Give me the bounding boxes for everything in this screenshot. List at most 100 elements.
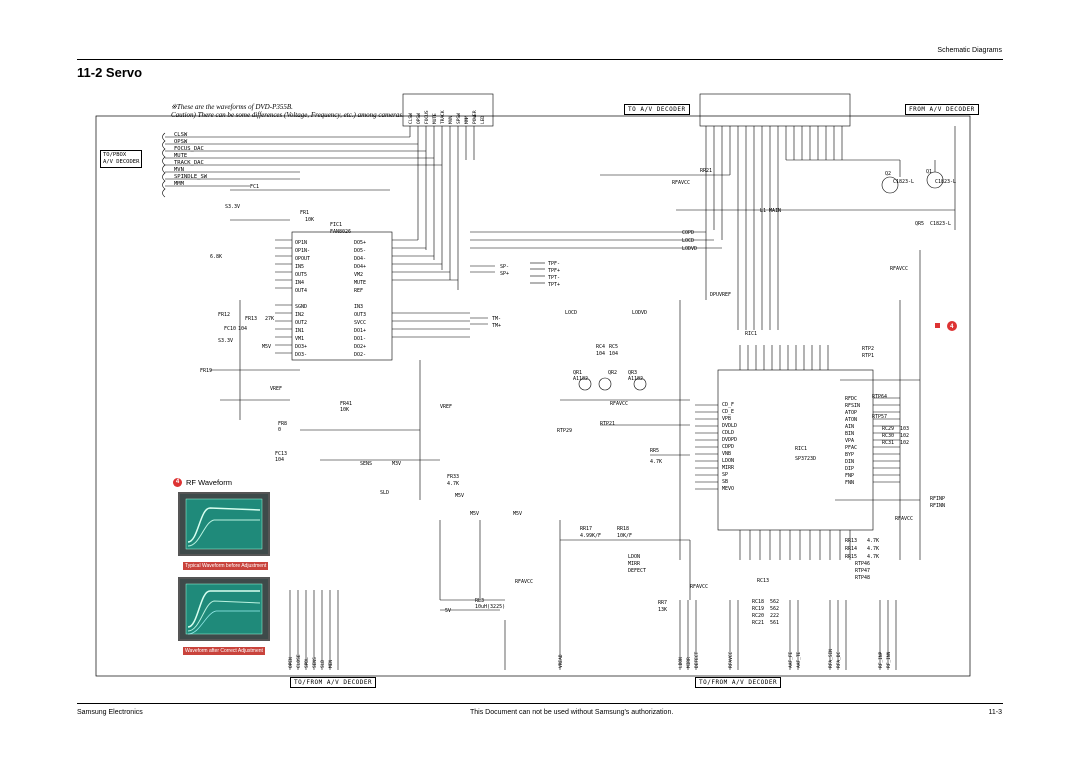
signal-spindle-sw: SPINDLE_SW: [174, 174, 208, 180]
signal-mute: MUTE: [174, 153, 188, 159]
svg-text:C1823-L: C1823-L: [930, 221, 951, 227]
svg-text:RC31: RC31: [882, 440, 894, 446]
section-header: Schematic Diagrams: [937, 47, 1002, 54]
svg-text:RC4: RC4: [596, 344, 605, 350]
footer-rule: [77, 703, 1003, 704]
svg-text:VREAD: VREAD: [558, 654, 564, 668]
svg-text:SVCC: SVCC: [354, 320, 366, 326]
svg-text:10uH(3225): 10uH(3225): [475, 604, 505, 610]
svg-text:SP+: SP+: [500, 271, 509, 277]
svg-text:SPSW: SPSW: [456, 113, 462, 124]
rf-waveform-panel: 4 RF Waveform Typical Waveform before Ad…: [173, 475, 273, 675]
svg-text:VPB: VPB: [722, 416, 731, 422]
svg-text:102: 102: [900, 433, 909, 439]
svg-text:5V: 5V: [445, 608, 451, 614]
marker-4: [947, 321, 957, 331]
svg-text:M5V: M5V: [455, 493, 464, 499]
svg-text:SP: SP: [722, 472, 728, 478]
svg-text:RR14: RR14: [845, 546, 857, 552]
svg-text:AAF_TE: AAF_TE: [796, 651, 802, 668]
svg-text:FNN: FNN: [845, 480, 854, 486]
svg-text:SENS: SENS: [360, 461, 372, 467]
caption-before: Typical Waveform before Adjustment: [183, 562, 269, 570]
bottom-left-leads: [289, 590, 339, 670]
svg-text:CDPD: CDPD: [722, 444, 734, 450]
svg-text:562: 562: [770, 606, 779, 612]
svg-text:TRACK: TRACK: [440, 110, 446, 124]
svg-text:LDON: LDON: [722, 458, 734, 464]
svg-text:VM1: VM1: [295, 336, 304, 342]
svg-text:QR3: QR3: [628, 370, 637, 376]
svg-text:BIN: BIN: [845, 431, 854, 437]
svg-text:4.99K/F: 4.99K/F: [580, 533, 601, 539]
svg-text:562: 562: [770, 599, 779, 605]
svg-text:OPEN: OPEN: [288, 657, 294, 668]
svg-text:FR19: FR19: [200, 368, 212, 374]
svg-text:10K/F: 10K/F: [617, 533, 632, 539]
svg-text:FR13: FR13: [245, 316, 257, 322]
svg-text:REF: REF: [354, 288, 363, 294]
svg-text:RF_INP: RF_INP: [878, 651, 884, 668]
signal-focus-dac: FOCUS_DAC: [174, 146, 204, 152]
svg-text:TM-: TM-: [492, 316, 501, 322]
svg-text:DO1+: DO1+: [354, 328, 366, 334]
svg-text:IN3: IN3: [354, 304, 363, 310]
svg-text:FOCUS: FOCUS: [424, 110, 430, 124]
svg-text:DIN: DIN: [845, 459, 854, 465]
svg-text:IN5: IN5: [295, 264, 304, 270]
svg-text:104: 104: [609, 351, 618, 357]
svg-text:IN4: IN4: [295, 280, 304, 286]
svg-text:RTP2: RTP2: [862, 346, 874, 352]
svg-text:RTP21: RTP21: [600, 421, 615, 427]
svg-text:DO5-: DO5-: [354, 248, 366, 254]
svg-text:MIRR: MIRR: [722, 465, 735, 471]
top-connector-leads: [409, 126, 475, 290]
svg-text:COPD: COPD: [682, 230, 694, 236]
svg-text:4: 4: [950, 323, 954, 330]
svg-text:OPSW: OPSW: [416, 113, 422, 124]
svg-text:TPT+: TPT+: [548, 282, 560, 288]
svg-text:4.7K: 4.7K: [447, 481, 459, 487]
svg-text:RF_INN: RF_INN: [886, 651, 892, 668]
left-connector: [162, 132, 166, 198]
svg-text:MMM: MMM: [464, 116, 470, 124]
svg-text:BYP: BYP: [845, 452, 854, 458]
svg-text:SB: SB: [722, 479, 728, 485]
svg-text:RR7: RR7: [658, 600, 667, 606]
svg-text:RR18: RR18: [617, 526, 629, 532]
svg-text:FC13: FC13: [275, 451, 287, 457]
svg-text:RR15: RR15: [845, 554, 857, 560]
svg-text:QR2: QR2: [608, 370, 617, 376]
svg-text:RC18: RC18: [752, 599, 764, 605]
svg-text:4.7K: 4.7K: [867, 538, 879, 544]
svg-text:102: 102: [900, 440, 909, 446]
scope-after-image: [178, 577, 270, 641]
svg-text:S3.3V: S3.3V: [218, 338, 233, 344]
connector-top-middle: TO A/V DECODER: [624, 104, 690, 115]
svg-text:SLD: SLD: [380, 490, 389, 496]
svg-text:4.7K: 4.7K: [867, 546, 879, 552]
svg-text:MUTE: MUTE: [354, 280, 366, 286]
left-side-line1: TO/PBOX: [103, 152, 127, 158]
svg-text:DVDPD: DVDPD: [722, 437, 737, 443]
svg-text:AIN: AIN: [845, 424, 854, 430]
svg-text:DEFECT: DEFECT: [694, 651, 700, 668]
svg-text:MEVO: MEVO: [722, 486, 734, 492]
svg-text:VPA: VPA: [845, 438, 854, 444]
caption-after: Waveform after Correct Adjustment: [183, 647, 265, 655]
svg-text:M5V: M5V: [513, 511, 522, 517]
svg-text:FR33: FR33: [447, 474, 459, 480]
svg-text:CD_E: CD_E: [722, 409, 734, 415]
svg-text:LED: LED: [480, 116, 486, 124]
svg-text:OUT3: OUT3: [354, 312, 366, 318]
svg-text:561: 561: [770, 620, 779, 626]
svg-text:RC29: RC29: [882, 426, 894, 432]
svg-text:RIC1: RIC1: [795, 446, 807, 452]
signal-mmm: MMM: [174, 181, 184, 187]
svg-text:RFINP: RFINP: [930, 496, 945, 502]
footer-company: Samsung Electronics: [77, 709, 143, 716]
test-point-4: [935, 323, 940, 328]
svg-text:27K: 27K: [265, 316, 274, 322]
svg-text:FAN8026: FAN8026: [330, 229, 351, 235]
svg-text:RFAVCC: RFAVCC: [610, 401, 628, 407]
